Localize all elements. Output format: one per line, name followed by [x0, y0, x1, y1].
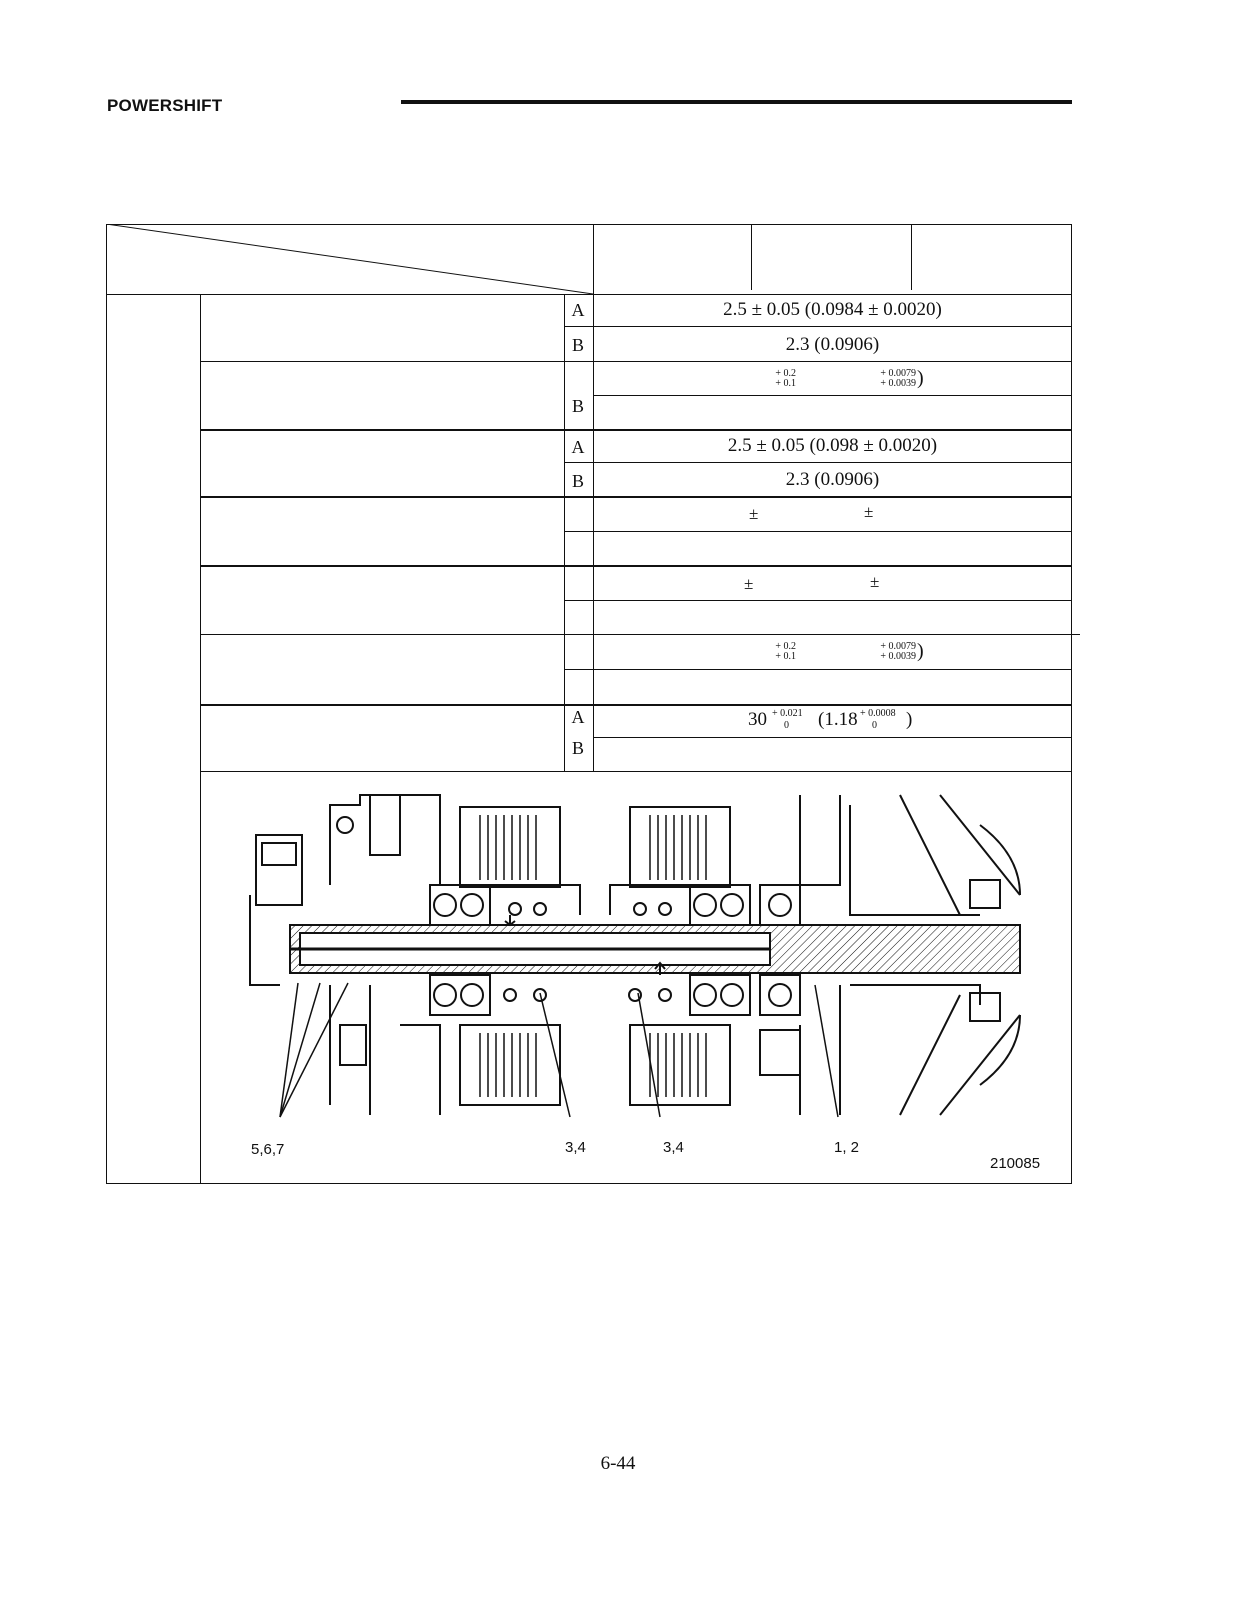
row-rule: [200, 496, 1072, 498]
header-diagonal: [106, 224, 594, 295]
table-border-top: [106, 224, 1072, 225]
row-rule: [200, 634, 1080, 635]
letter-b: B: [571, 396, 584, 416]
header-col-divider: [751, 224, 752, 290]
row-rule: [564, 531, 1072, 532]
letter-a: A: [571, 707, 585, 727]
header-col-divider: [911, 224, 912, 290]
plus-minus: ±: [749, 504, 759, 523]
figure-number: 210085: [990, 1155, 1041, 1172]
close-paren: ): [917, 367, 924, 389]
header-col-divider: [593, 224, 594, 294]
header-rule: [401, 100, 1072, 104]
tolerance-upper: + 0.2: [775, 368, 796, 379]
nominal-in: (1.18: [818, 709, 858, 730]
transmission-cross-section: [249, 794, 1021, 1118]
tolerance-upper: + 0.0079: [880, 368, 916, 379]
row-rule: [564, 326, 1072, 327]
nominal-mm: 30: [748, 709, 767, 730]
spec-value: 2.5 ± 0.05 (0.098 ± 0.0020): [727, 435, 938, 456]
row-rule: [564, 600, 1072, 601]
callout-label: 5,6,7: [251, 1141, 285, 1158]
body-col-divider: [200, 294, 201, 1183]
callout-label: 3,4: [663, 1139, 684, 1156]
tolerance-lower: + 0.1: [775, 378, 796, 389]
row-rule: [593, 737, 1072, 738]
tolerance-upper: + 0.021: [772, 708, 803, 719]
callout-label: 3,4: [565, 1139, 586, 1156]
row-rule: [200, 361, 1072, 362]
page-number: 6-44: [600, 1453, 636, 1474]
table-border-bottom: [106, 1183, 1072, 1184]
row-rule: [200, 771, 1072, 772]
tolerance-upper: + 0.0079: [880, 641, 916, 652]
letter-b: B: [571, 471, 584, 491]
plus-minus: ±: [870, 572, 880, 591]
letter-b: B: [571, 335, 584, 355]
close-paren: ): [906, 709, 913, 730]
letter-col-right: [593, 294, 594, 772]
tolerance-lower: + 0.1: [775, 651, 796, 662]
row-rule: [200, 429, 1072, 431]
spec-value: 2.5 ± 0.05 (0.0984 ± 0.0020): [723, 299, 942, 320]
tolerance-lower: 0: [872, 720, 877, 731]
row-rule: [564, 462, 1072, 463]
row-rule: [564, 669, 1072, 670]
table-border-left: [106, 224, 107, 1184]
tolerance-lower: 0: [784, 720, 789, 731]
plus-minus: ±: [744, 574, 754, 593]
row-rule: [593, 395, 1072, 396]
letter-col-left: [564, 294, 565, 772]
letter-a: A: [571, 300, 585, 320]
tolerance-upper: + 0.0008: [860, 708, 896, 719]
section-title: POWERSHIFT: [107, 96, 223, 115]
header-bottom-rule: [106, 294, 1072, 295]
letter-b: B: [571, 738, 584, 758]
tolerance-upper: + 0.2: [775, 641, 796, 652]
spec-value: 2.3 (0.0906): [785, 334, 880, 355]
plus-minus: ±: [864, 502, 874, 521]
close-paren: ): [917, 640, 924, 662]
callout-label: 1, 2: [834, 1139, 860, 1156]
letter-a: A: [571, 437, 585, 457]
tolerance-lower: + 0.0039: [880, 651, 916, 662]
tolerance-lower: + 0.0039: [880, 378, 916, 389]
spec-value: 2.3 (0.0906): [785, 469, 880, 490]
row-rule: [200, 565, 1072, 567]
row-rule: [200, 704, 1072, 706]
